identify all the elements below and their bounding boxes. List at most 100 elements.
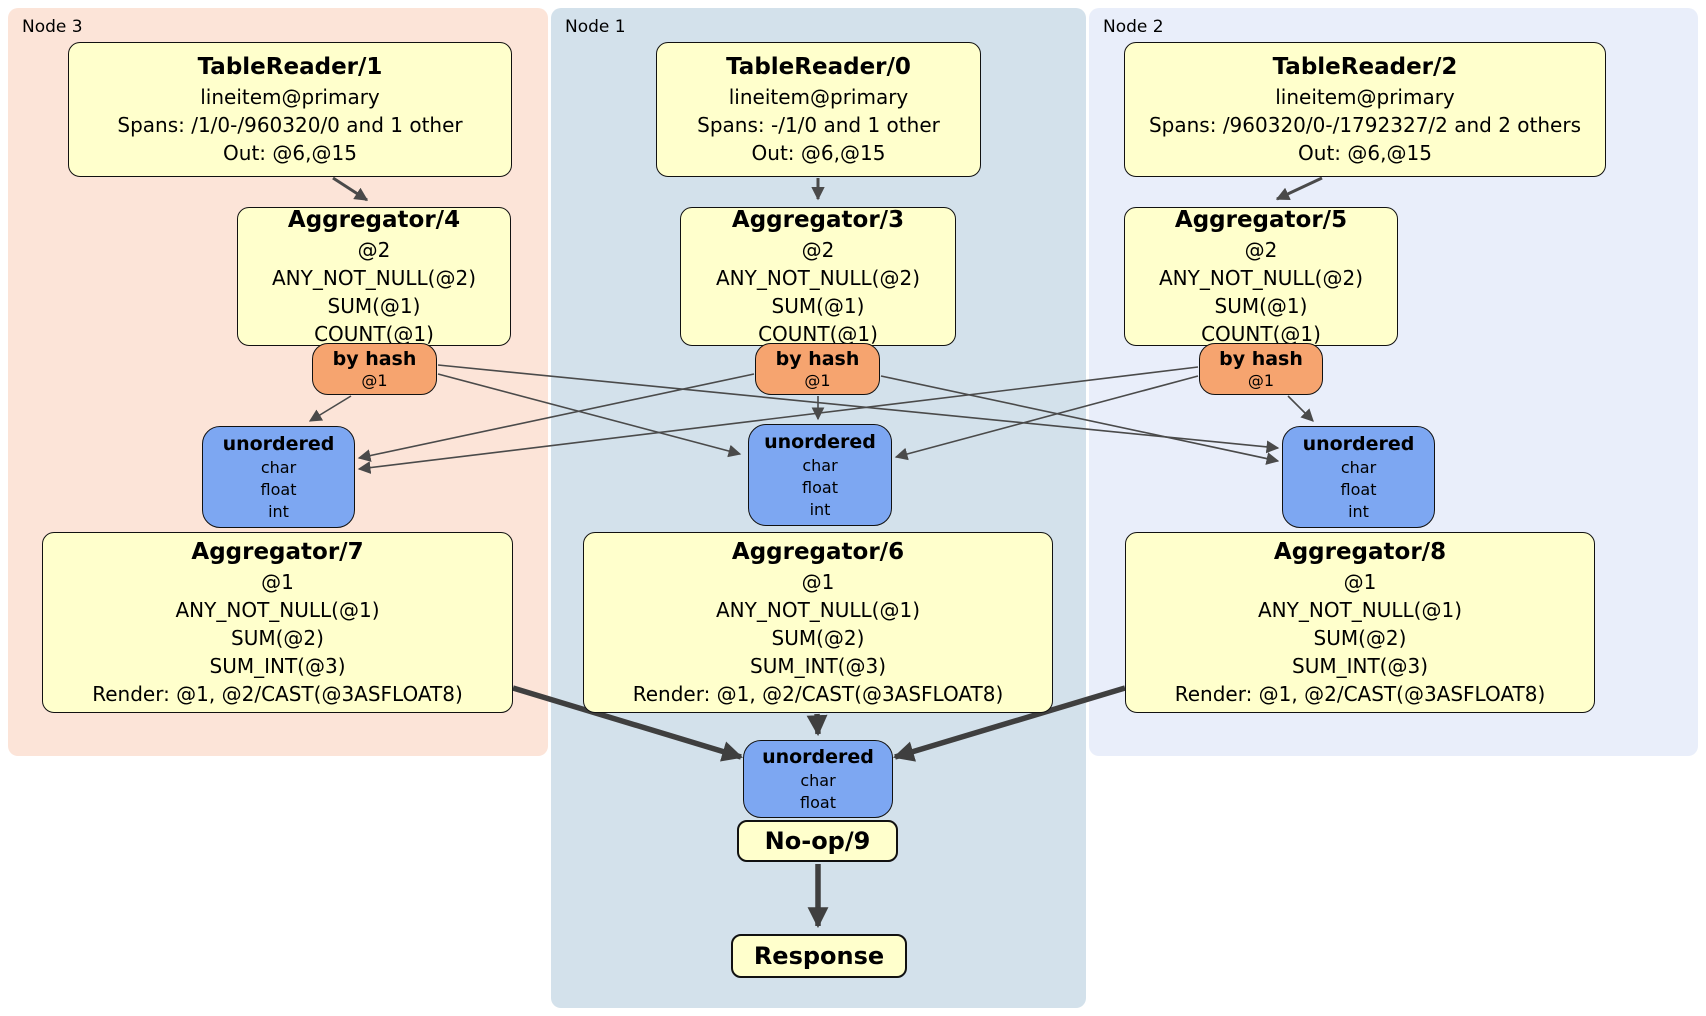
- processor-row: COUNT(@1): [758, 322, 878, 346]
- router-by-hash-node2: by hash @1: [1199, 343, 1323, 395]
- router-by-hash-node3: by hash @1: [312, 343, 437, 395]
- edge-r3-s2: [437, 364, 1280, 454]
- processor-row: Out: @6,@15: [1298, 141, 1432, 165]
- edge-r2-s2: [1287, 395, 1314, 422]
- processor-row: ANY_NOT_NULL(@1): [1258, 598, 1462, 622]
- processor-title: No-op/9: [764, 827, 871, 855]
- processor-row: ANY_NOT_NULL(@1): [175, 598, 380, 622]
- processor-aggregator-3: Aggregator/3 @2 ANY_NOT_NULL(@2) SUM(@1)…: [680, 207, 956, 346]
- processor-row: SUM(@1): [327, 294, 421, 318]
- processor-row: Render: @1, @2/CAST(@3ASFLOAT8): [92, 682, 463, 706]
- region-label-node-2: Node 2: [1103, 17, 1164, 37]
- processor-title: Aggregator/8: [1273, 539, 1447, 565]
- region-label-node-3: Node 3: [22, 17, 83, 37]
- processor-row: SUM(@2): [1313, 626, 1407, 650]
- router-title: by hash: [775, 348, 860, 370]
- edge-r3-s1: [437, 373, 742, 458]
- processor-row: ANY_NOT_NULL(@2): [716, 266, 920, 290]
- sync-row: int: [809, 499, 831, 519]
- processor-row: Out: @6,@15: [223, 141, 357, 165]
- processor-row: Spans: -/1/0 and 1 other: [697, 113, 940, 137]
- processor-title: TableReader/0: [726, 54, 911, 80]
- response-box: Response: [731, 934, 907, 978]
- processor-row: Spans: /1/0-/960320/0 and 1 other: [117, 113, 463, 137]
- edge-agg6-final: [806, 713, 828, 737]
- sync-row: char: [802, 455, 838, 475]
- sync-row: char: [260, 457, 297, 477]
- router-to-sync-edges: [308, 364, 1314, 474]
- processor-aggregator-6: Aggregator/6 @1 ANY_NOT_NULL(@1) SUM(@2)…: [583, 532, 1053, 713]
- processor-title: Aggregator/4: [287, 207, 461, 233]
- sync-title: unordered: [1302, 432, 1415, 455]
- edge-agg7-final: [512, 685, 744, 762]
- sync-title: unordered: [222, 432, 335, 455]
- processor-aggregator-8: Aggregator/8 @1 ANY_NOT_NULL(@1) SUM(@2)…: [1125, 532, 1595, 713]
- processor-row: Out: @6,@15: [751, 141, 886, 165]
- processor-noop-9: No-op/9: [737, 820, 898, 862]
- processor-row: SUM(@2): [771, 626, 865, 650]
- sync-unordered-node2: unordered char float int: [1282, 426, 1435, 528]
- edge-r1-s2: [880, 375, 1280, 465]
- processor-row: SUM(@1): [771, 294, 865, 318]
- sync-unordered-final: unordered char float: [743, 740, 893, 818]
- processor-row: @1: [261, 570, 294, 594]
- edge-tr1-agg4: [332, 176, 369, 202]
- region-label-node-1: Node 1: [565, 17, 626, 37]
- router-title: by hash: [332, 348, 417, 370]
- processor-tablereader-1: TableReader/1 lineitem@primary Spans: /1…: [68, 42, 512, 177]
- processor-title: TableReader/2: [1272, 54, 1458, 80]
- processor-row: SUM_INT(@3): [1292, 654, 1428, 678]
- processor-row: Render: @1, @2/CAST(@3ASFLOAT8): [632, 682, 1004, 706]
- sync-row: float: [260, 479, 297, 499]
- processor-row: SUM(@2): [231, 626, 324, 650]
- sync-unordered-node1: unordered char float int: [748, 424, 892, 526]
- sync-title: unordered: [762, 745, 874, 768]
- router-detail: @1: [361, 371, 388, 390]
- processor-title: Aggregator/5: [1174, 207, 1348, 233]
- processor-row: SUM_INT(@3): [209, 654, 346, 678]
- router-by-hash-node1: by hash @1: [755, 343, 880, 395]
- sync-unordered-node3: unordered char float int: [202, 426, 355, 528]
- processor-aggregator-7: Aggregator/7 @1 ANY_NOT_NULL(@1) SUM(@2)…: [42, 532, 513, 713]
- edge-r2-s3: [357, 366, 1199, 474]
- aggregator-to-final-sync-arrows: [512, 685, 1126, 929]
- processor-row: @1: [1343, 570, 1377, 594]
- sync-row: int: [268, 501, 289, 521]
- processor-row: Render: @1, @2/CAST(@3ASFLOAT8): [1174, 682, 1546, 706]
- sync-row: int: [1348, 501, 1369, 521]
- processor-row: @2: [1244, 238, 1278, 262]
- processor-aggregator-4: Aggregator/4 @2 ANY_NOT_NULL(@2) SUM(@1)…: [237, 207, 511, 346]
- processor-row: lineitem@primary: [200, 85, 380, 109]
- sync-title: unordered: [764, 430, 876, 453]
- processor-title: Aggregator/6: [731, 539, 905, 565]
- edge-agg8-final: [892, 685, 1126, 762]
- sync-row: char: [1340, 457, 1377, 477]
- tablereader-to-aggregator-arrows: [332, 176, 1323, 202]
- processor-tablereader-0: TableReader/0 lineitem@primary Spans: -/…: [656, 42, 981, 177]
- processor-row: ANY_NOT_NULL(@1): [716, 598, 920, 622]
- router-title: by hash: [1219, 348, 1303, 370]
- processor-row: SUM_INT(@3): [750, 654, 886, 678]
- processor-row: lineitem@primary: [1275, 85, 1455, 109]
- processor-row: SUM(@1): [1214, 294, 1308, 318]
- sync-row: float: [800, 792, 836, 812]
- edge-tr2-agg5: [1275, 176, 1323, 201]
- edge-r2-s1: [894, 375, 1199, 461]
- response-title: Response: [753, 942, 885, 970]
- sync-row: float: [802, 477, 838, 497]
- processor-title: TableReader/1: [197, 54, 383, 80]
- processor-row: COUNT(@1): [314, 322, 434, 346]
- sync-row: float: [1340, 479, 1377, 499]
- edge-r1-s3: [357, 373, 755, 462]
- processor-title: Aggregator/7: [191, 539, 364, 565]
- router-detail: @1: [804, 371, 831, 390]
- processor-aggregator-5: Aggregator/5 @2 ANY_NOT_NULL(@2) SUM(@1)…: [1124, 207, 1398, 346]
- processor-row: ANY_NOT_NULL(@2): [272, 266, 476, 290]
- processor-tablereader-2: TableReader/2 lineitem@primary Spans: /9…: [1124, 42, 1606, 177]
- processor-row: ANY_NOT_NULL(@2): [1159, 266, 1363, 290]
- sync-row: char: [800, 770, 836, 790]
- router-detail: @1: [1247, 371, 1275, 390]
- edge-r3-s3: [308, 395, 352, 422]
